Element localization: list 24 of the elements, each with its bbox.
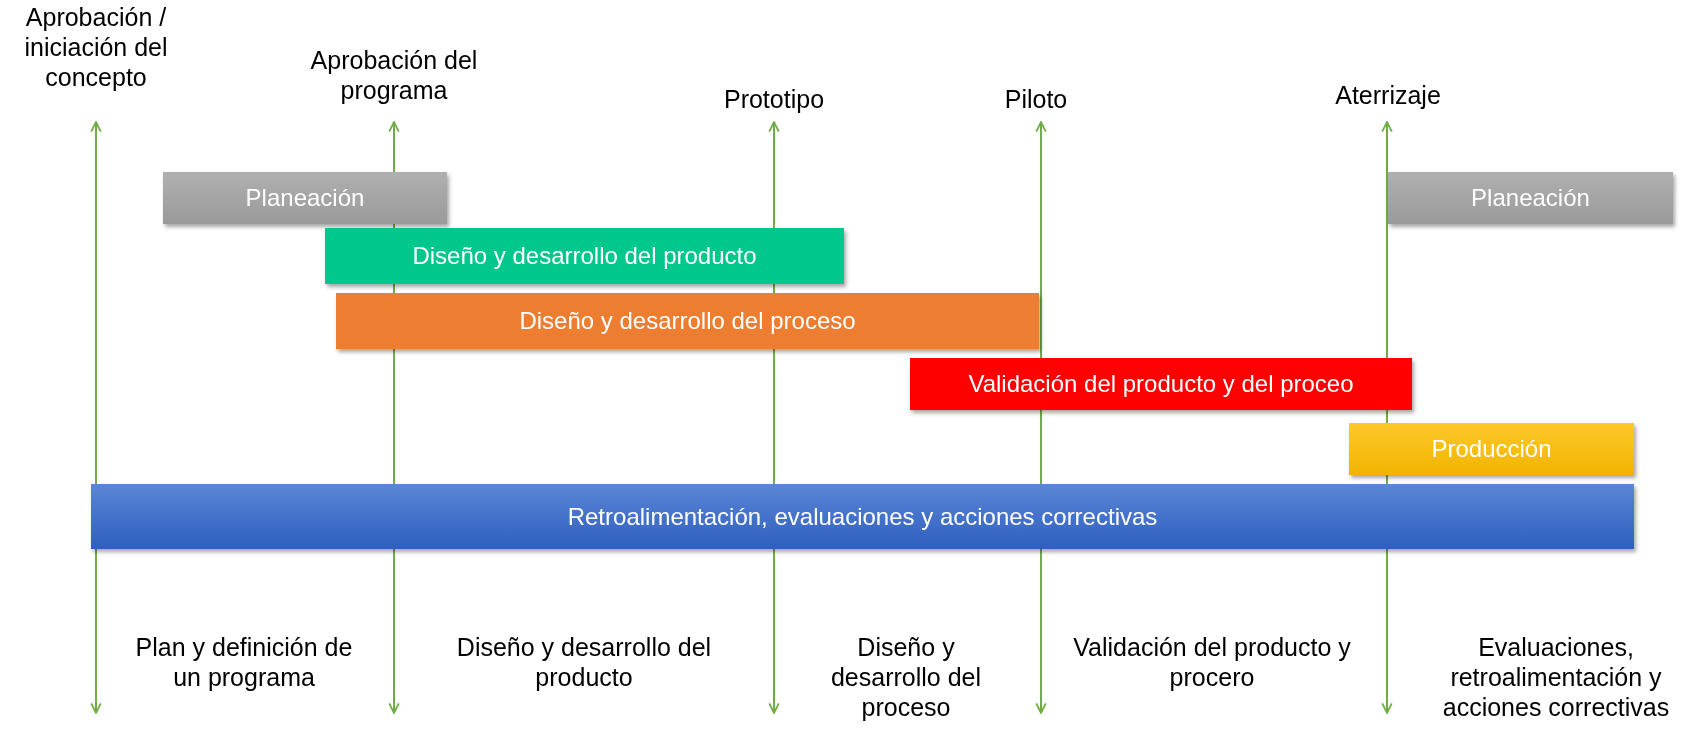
phase-label: Diseño y desarrollo del proceso xyxy=(519,307,856,335)
phase-description: Evaluaciones, retroalimentación y acciones correctivas xyxy=(1441,632,1671,722)
phase-bar xyxy=(336,293,1039,349)
phase-bar xyxy=(163,172,447,224)
phase-label: Planeación xyxy=(245,184,365,212)
phase-bar xyxy=(91,484,1634,549)
phase-description: Diseño y desarrollo del producto xyxy=(455,632,713,692)
phase-bar xyxy=(1349,423,1634,475)
milestone-label: Aprobación del programa xyxy=(309,45,479,105)
phase-description: Validación del producto y procero xyxy=(1072,632,1352,692)
phase-label: Diseño y desarrollo del producto xyxy=(412,242,757,270)
milestone-label: Prototipo xyxy=(722,84,826,114)
phase-bar xyxy=(910,358,1412,410)
phase-description: Diseño y desarrollo del proceso xyxy=(829,632,983,722)
phase-bar xyxy=(325,228,844,284)
phase-bar xyxy=(1388,172,1673,224)
phase-label: Retroalimentación, evaluaciones y acciones correctivas xyxy=(567,502,1158,531)
phase-label: Planeación xyxy=(1471,184,1590,212)
milestone-label: Aterrizaje xyxy=(1334,80,1442,110)
phase-description: Plan y definición de un programa xyxy=(134,632,354,692)
phase-label: Validación del producto y del proceo xyxy=(968,370,1354,398)
phase-label: Producción xyxy=(1431,435,1552,463)
milestone-label: Piloto xyxy=(1003,84,1069,114)
milestone-label: Aprobación / iniciación del concepto xyxy=(23,2,169,92)
